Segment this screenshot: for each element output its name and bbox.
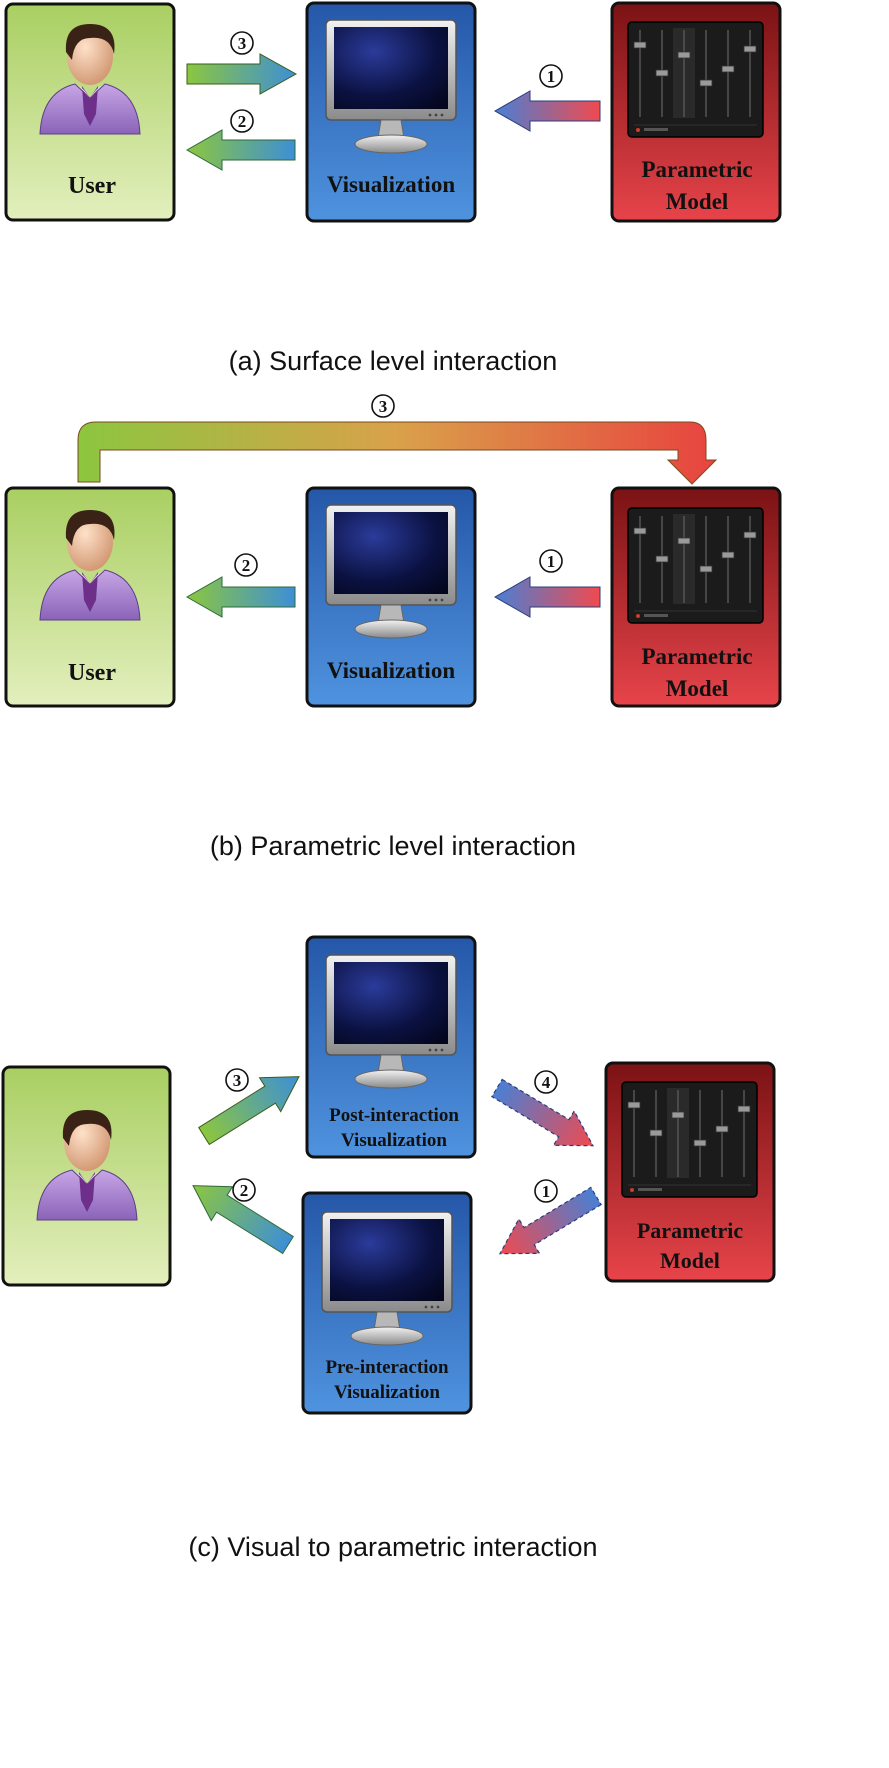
step-badge: [534, 1179, 558, 1203]
panel-a: User Visualization Parametric Model 3 2 …: [4, 1, 782, 376]
caption-a: (a) Surface level interaction: [229, 346, 558, 376]
panel-c: Post-interaction Visualization Pre-inter…: [1, 935, 776, 1562]
visualization-label: Visualization: [327, 658, 455, 683]
visualization-label: Visualization: [327, 172, 455, 197]
post-interaction-label-line1: Post-interaction: [329, 1105, 459, 1126]
model-label-line2: Model: [666, 676, 729, 701]
step-3-label: 3: [238, 34, 247, 53]
user-label: User: [68, 173, 116, 199]
step-2-label: 2: [242, 556, 251, 575]
flow-arrow-icon: [493, 90, 601, 132]
step-badge: [225, 1068, 249, 1092]
user-card: [1, 1065, 172, 1287]
step-1-label: 1: [547, 552, 556, 571]
step-3-label: 3: [233, 1071, 242, 1090]
mixer-panel-icon: [627, 21, 764, 138]
flow-arrow-icon: [185, 576, 296, 618]
flow-arrow-icon: [498, 1186, 602, 1255]
step-4-label: 4: [542, 1073, 551, 1092]
step-2-label: 2: [238, 112, 247, 131]
model-label-line1: Parametric: [641, 644, 752, 669]
visualization-card: Visualization: [305, 1, 477, 223]
visualization-card: Visualization: [305, 486, 477, 708]
pre-interaction-visualization-card: Pre-interaction Visualization: [301, 1191, 473, 1415]
user-card: User: [4, 2, 176, 222]
flow-arrow-icon: [198, 1076, 300, 1146]
step-badge: [371, 394, 395, 418]
caption-b: (b) Parametric level interaction: [210, 831, 576, 861]
flow-arrow-icon: [185, 129, 296, 171]
step-badge: [230, 109, 254, 133]
panel-b: 3 User Visualization Parametric Model 2 …: [4, 394, 782, 861]
post-interaction-label-line2: Visualization: [341, 1130, 447, 1151]
model-label-line2: Model: [660, 1248, 720, 1273]
model-label-line2: Model: [666, 189, 729, 214]
mixer-panel-icon: [621, 1081, 758, 1198]
step-1-label: 1: [547, 67, 556, 86]
step-2-label: 2: [240, 1181, 249, 1200]
parametric-model-card: Parametric Model: [610, 486, 782, 708]
step-badge: [539, 549, 563, 573]
model-label-line1: Parametric: [641, 157, 752, 182]
step-badge: [534, 1070, 558, 1094]
parametric-model-card: Parametric Model: [610, 1, 782, 223]
post-interaction-visualization-card: Post-interaction Visualization: [305, 935, 477, 1159]
flow-arrow-icon: [186, 53, 298, 95]
user-label: User: [68, 660, 116, 686]
flow-arrow-icon: [192, 1185, 294, 1255]
step-1-label: 1: [542, 1182, 551, 1201]
step-badge: [230, 31, 254, 55]
flow-arrow-icon: [493, 576, 601, 618]
caption-c: (c) Visual to parametric interaction: [188, 1532, 597, 1562]
step-badge: [232, 1178, 256, 1202]
step-badge: [234, 553, 258, 577]
user-card: User: [4, 486, 176, 708]
flow-arrow-icon: [491, 1078, 595, 1147]
step-badge: [539, 64, 563, 88]
parametric-model-card: Parametric Model: [604, 1061, 776, 1283]
flow-arrow-icon: [77, 421, 718, 485]
pre-interaction-label-line1: Pre-interaction: [325, 1357, 449, 1378]
model-label-line1: Parametric: [637, 1218, 743, 1243]
pre-interaction-label-line2: Visualization: [334, 1382, 440, 1403]
mixer-panel-icon: [627, 507, 764, 624]
step-3-label: 3: [379, 397, 388, 416]
